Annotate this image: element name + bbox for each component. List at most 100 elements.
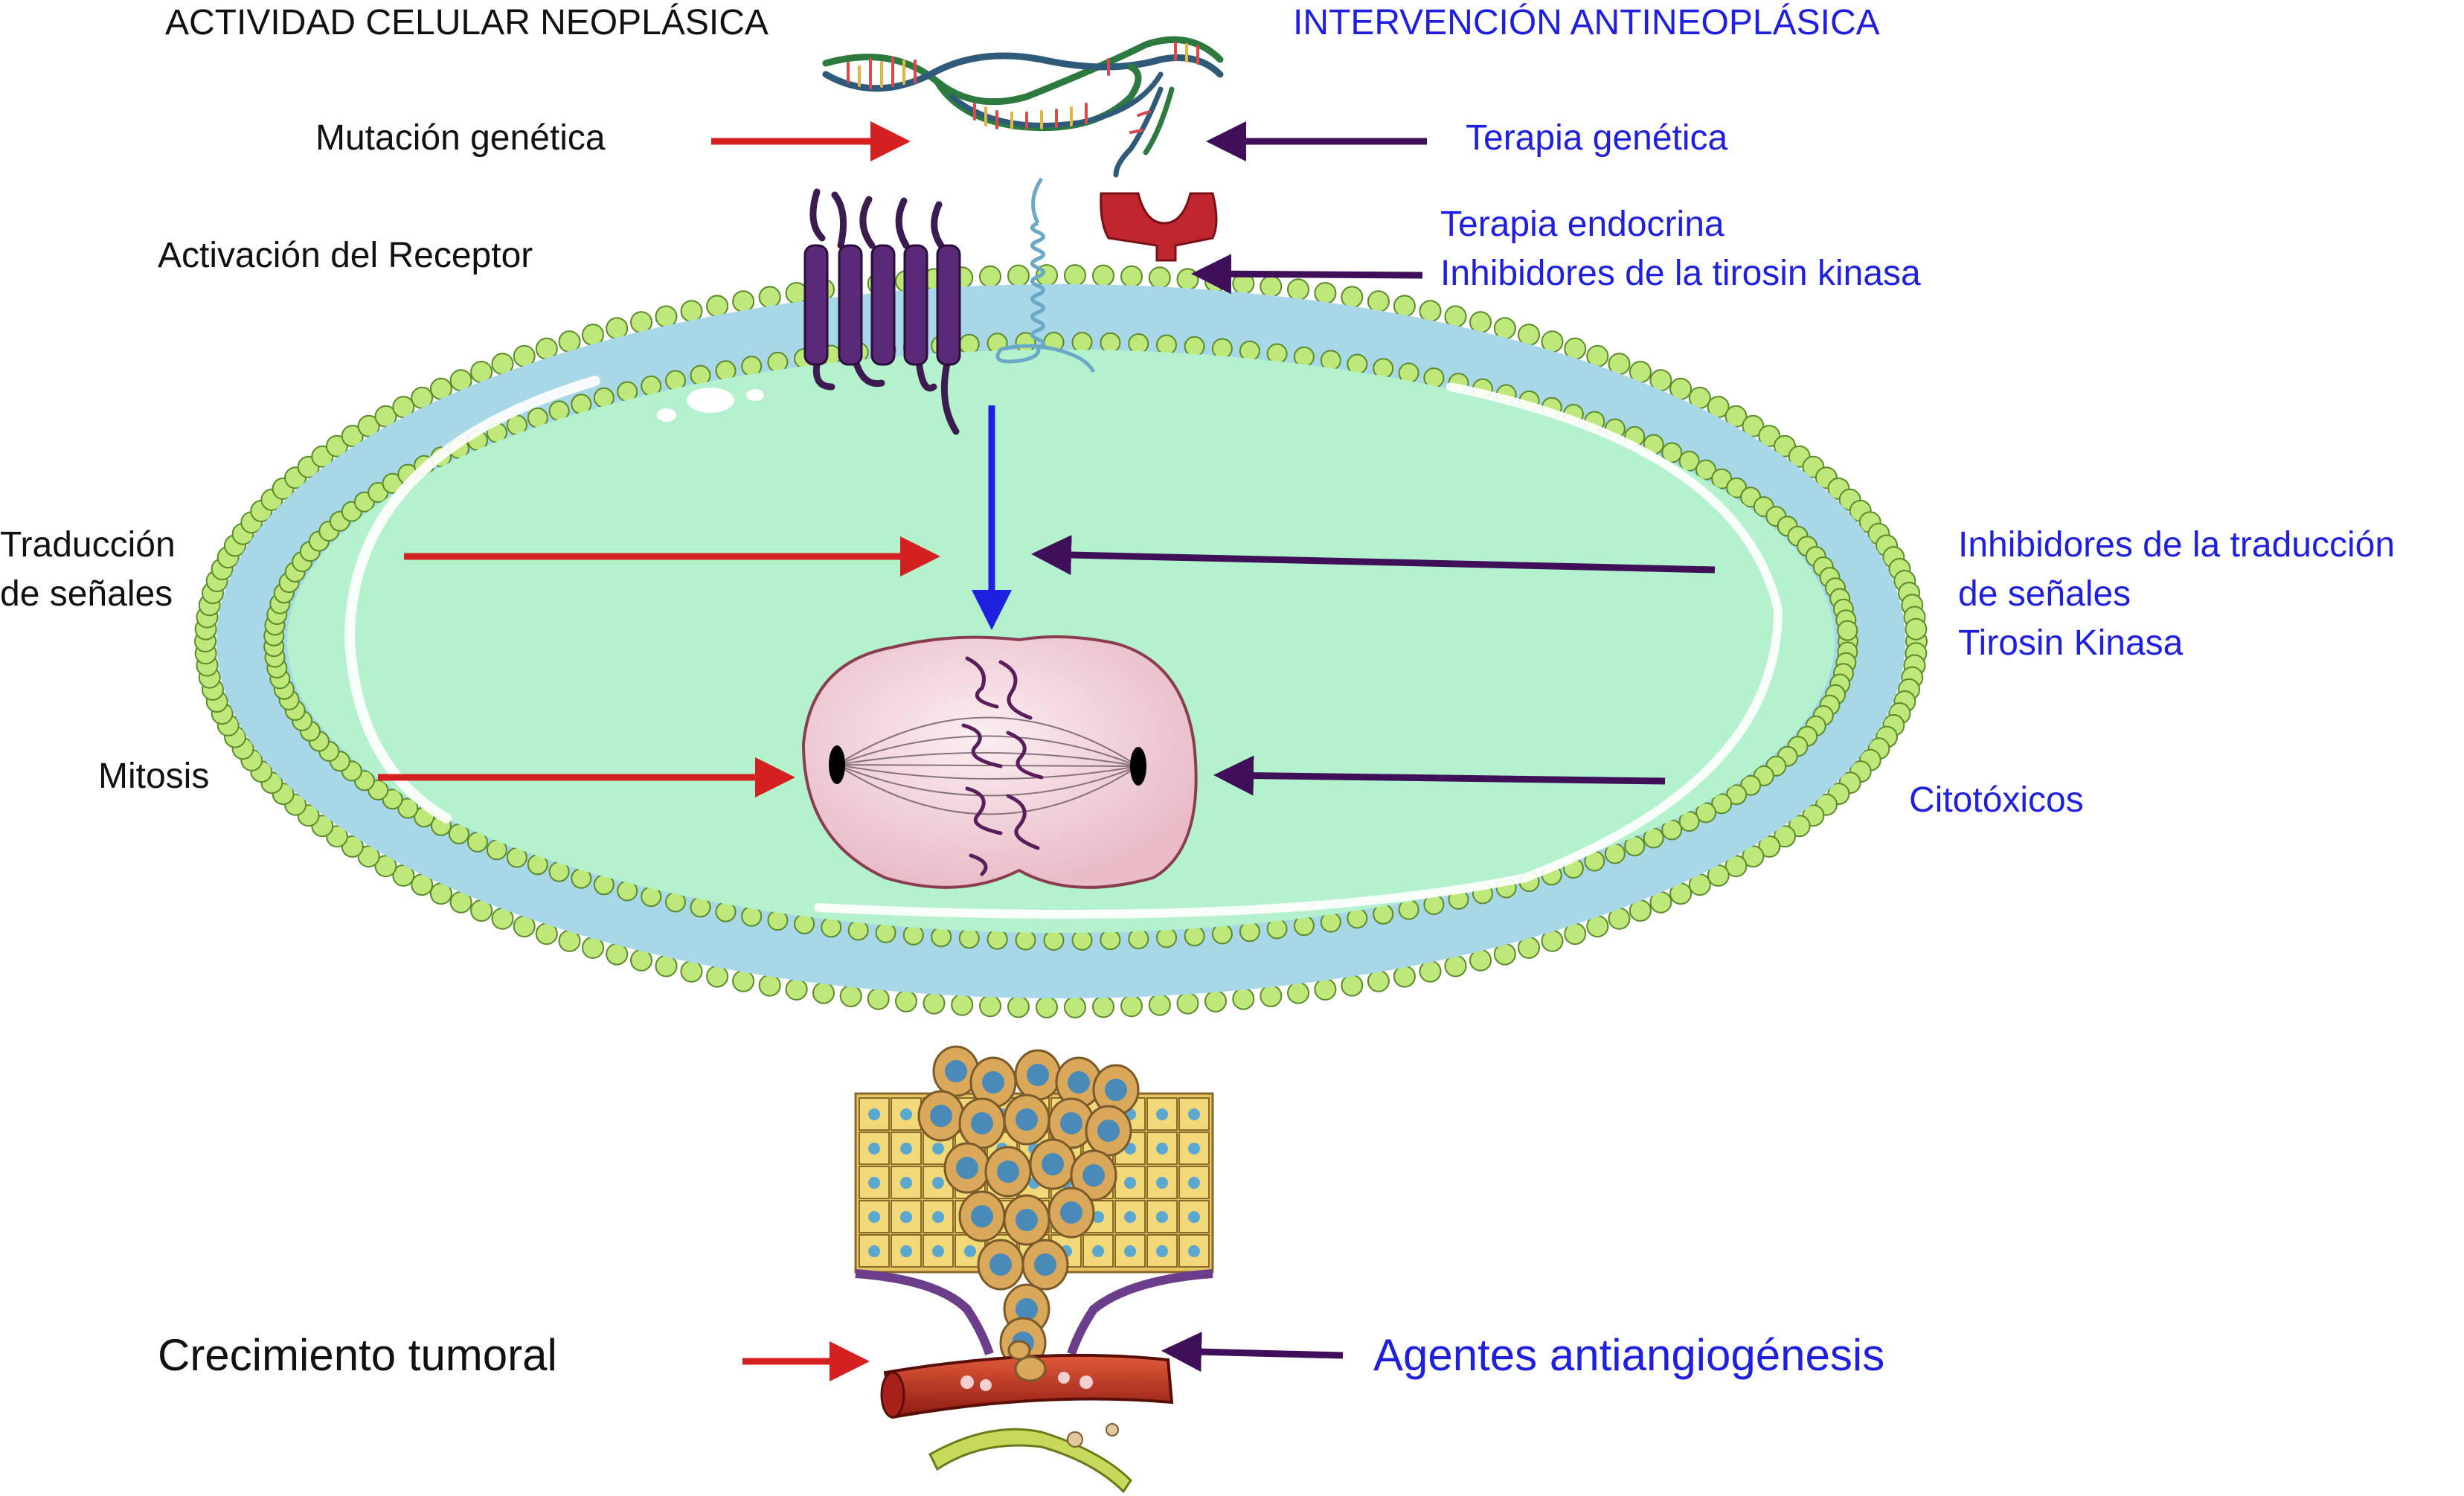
membrane-head <box>357 845 380 868</box>
membrane-head <box>732 290 755 313</box>
membrane-head <box>958 333 980 355</box>
tissue-cell-nucleus <box>1124 1245 1136 1257</box>
label-mutacion-genetica: Mutación genética <box>315 118 606 158</box>
arrow-inhibidores-traduccion <box>1031 535 1716 576</box>
membrane-head <box>1678 811 1700 832</box>
tumor-cell-nucleus <box>945 1060 967 1082</box>
membrane-head <box>1120 265 1143 288</box>
tissue-cell-nucleus <box>1188 1177 1200 1189</box>
tissue-cell-nucleus <box>900 1211 912 1223</box>
tissue-cell-nucleus <box>1156 1245 1168 1257</box>
membrane-head <box>979 995 1001 1018</box>
vesicle <box>687 388 734 413</box>
tissue-cell-nucleus <box>868 1177 880 1189</box>
membrane-head <box>1007 264 1030 287</box>
tissue-cell-nucleus <box>868 1108 880 1120</box>
membrane-head <box>1758 835 1781 858</box>
tissue-cell-nucleus <box>1124 1177 1136 1189</box>
membrane-head <box>839 984 862 1007</box>
membrane-head <box>895 989 917 1012</box>
tissue-cell-nucleus <box>1092 1211 1104 1223</box>
arrow-antiangiogenesis <box>1161 1332 1344 1373</box>
membrane-head <box>655 954 678 977</box>
membrane-head <box>1287 981 1309 1004</box>
tissue-cell-nucleus <box>900 1245 912 1257</box>
membrane-head <box>1092 995 1114 1018</box>
label-inhibidores-traduccion-2: de señales <box>1958 574 2131 614</box>
tumor-cell-nucleus <box>1105 1079 1127 1101</box>
membrane-head <box>1742 414 1765 437</box>
membrane-head <box>397 797 419 819</box>
arrow-terapia-endocrina <box>1191 254 1423 295</box>
membrane-head <box>630 948 652 972</box>
tissue-cell-nucleus <box>964 1245 976 1257</box>
membrane-head <box>680 300 703 323</box>
label-citotoxicos: Citotóxicos <box>1909 780 2084 820</box>
membrane-head <box>902 924 924 946</box>
membrane-head <box>1148 266 1171 289</box>
tissue-cell-nucleus <box>868 1143 880 1155</box>
membrane-head <box>821 916 842 938</box>
label-inhibidores-traduccion-1: Inhibidores de la traducción <box>1958 525 2396 565</box>
membrane-head <box>1314 282 1337 305</box>
membrane-head <box>758 286 781 309</box>
membrane-head <box>1711 793 1733 815</box>
mitotic-nucleus <box>801 635 1198 889</box>
membrane-head <box>1695 802 1716 824</box>
cytoplasm-highlight-left <box>344 376 600 824</box>
membrane-head <box>1100 929 1121 951</box>
cytoplasm-highlight-right <box>814 382 1783 919</box>
membrane-head <box>1444 954 1467 977</box>
membrane-head <box>1341 974 1364 997</box>
tumor-cell-nucleus <box>982 1071 1004 1094</box>
tumor-cell-nucleus <box>1060 1201 1082 1224</box>
tissue-cell-nucleus <box>1124 1211 1136 1223</box>
tissue-cell-nucleus <box>932 1143 944 1155</box>
blood-vessel <box>880 1340 1174 1494</box>
membrane-head <box>1071 929 1093 951</box>
tumor-cell-nucleus <box>1060 1112 1082 1134</box>
tumor-cell-nucleus <box>1027 1064 1049 1086</box>
membrane-head <box>1239 921 1260 943</box>
membrane-head <box>1678 450 1700 472</box>
membrane-head <box>1260 275 1283 298</box>
membrane-head <box>1266 918 1288 940</box>
tissue-cell <box>1178 1200 1210 1233</box>
membrane-head <box>1036 995 1058 1018</box>
membrane-head <box>1393 965 1416 988</box>
membrane-head <box>732 969 755 992</box>
membrane-head <box>1314 977 1337 1001</box>
tissue-cell-nucleus <box>932 1245 944 1257</box>
tissue-cell-nucleus <box>1156 1143 1168 1155</box>
membrane-head <box>1905 617 1928 641</box>
membrane-head <box>1726 784 1748 806</box>
membrane-head <box>1204 989 1227 1012</box>
membrane-head <box>1444 305 1467 328</box>
membrane-head <box>1156 927 1177 948</box>
membrane-head <box>1695 459 1716 481</box>
tissue-cell-nucleus <box>1188 1143 1200 1155</box>
label-terapia-endocrina: Terapia endocrina <box>1440 205 1725 244</box>
membrane-head <box>357 414 380 437</box>
gpcr-receptor <box>809 188 960 435</box>
membrane-head <box>923 992 946 1015</box>
membrane-head <box>1128 333 1149 354</box>
tissue-cell <box>1178 1131 1210 1165</box>
red-receptor <box>1100 192 1218 262</box>
membrane-head <box>1007 995 1030 1018</box>
membrane-head <box>1015 929 1036 951</box>
membrane-head <box>979 265 1001 288</box>
tissue-cell-nucleus <box>1188 1211 1200 1223</box>
tumor-cell-nucleus <box>956 1157 978 1179</box>
membrane-head <box>1367 969 1390 992</box>
membrane-head <box>1260 984 1283 1007</box>
membrane-head <box>382 472 403 494</box>
membrane-head <box>1128 928 1149 949</box>
tumor-cell-nucleus <box>930 1105 952 1127</box>
membrane-head <box>326 434 348 458</box>
tumor-tissue <box>854 1045 1214 1369</box>
membrane-head <box>630 311 652 334</box>
tissue-cell-nucleus <box>1188 1245 1200 1257</box>
label-inhibidores-tirosin-kinasa: Inhibidores de la tirosin kinasa <box>1440 254 1921 293</box>
